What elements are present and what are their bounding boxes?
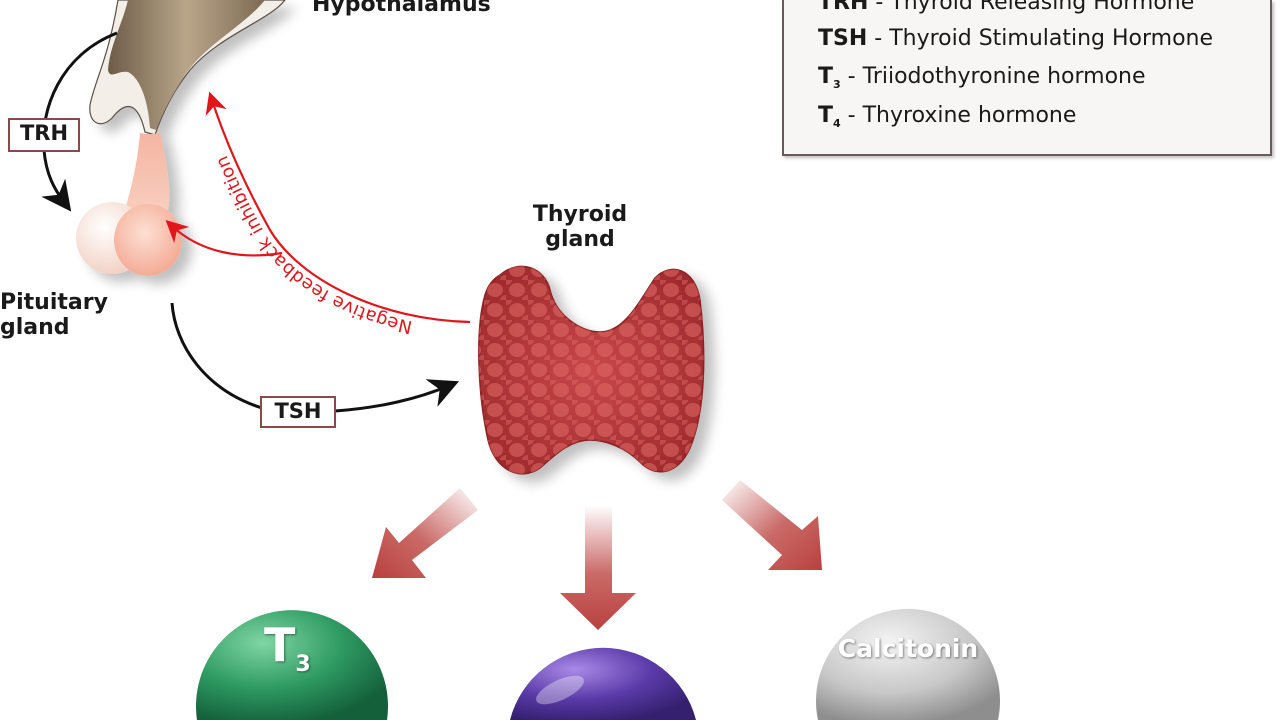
pituitary-label: Pituitary gland	[0, 290, 108, 341]
t3-ball	[196, 610, 388, 720]
thyroid-label-line2: gland	[545, 227, 615, 253]
arrow-to-calcitonin	[722, 480, 822, 570]
legend-desc: Triiodothyronine hormone	[862, 64, 1146, 89]
tsh-arrow-right	[334, 379, 460, 413]
hypothalamus-label: Hypothalamus	[312, 0, 491, 17]
legend-item-trh: TRH - Thyroid Releasing Hormone	[818, 0, 1194, 16]
legend-abbr: TRH	[818, 0, 869, 15]
calcitonin-label: Calcitonin	[837, 634, 979, 663]
calcitonin-ball	[816, 608, 1001, 720]
legend-desc: Thyroxine hormone	[862, 103, 1077, 128]
thyroid-label-line1: Thyroid	[532, 202, 628, 227]
legend-item-t4: T4 - Thyroxine hormone	[818, 103, 1077, 130]
t3-main: T	[264, 618, 296, 672]
t4-ball	[510, 647, 696, 720]
legend-item-tsh: TSH - Thyroid Stimulating Hormone	[818, 26, 1214, 51]
feedback-label: Negative feedback inhibition	[212, 153, 415, 338]
pituitary-label-line2: gland	[0, 315, 70, 341]
legend-abbr: T	[818, 103, 834, 128]
trh-box: TRH	[8, 118, 80, 152]
t4-ball-highlight	[536, 675, 584, 705]
tsh-arrow-left	[170, 302, 263, 410]
tsh-box: TSH	[260, 396, 336, 428]
t3-sub: 3	[295, 652, 311, 677]
t3-ball-label: T3	[264, 622, 311, 676]
pituitary-gland-illustration	[76, 132, 182, 276]
legend-item-t3: T3 - Triiodothyronine hormone	[818, 64, 1146, 91]
legend-sub: 4	[833, 117, 841, 130]
legend-abbr: TSH	[818, 26, 868, 51]
legend-desc: Thyroid Stimulating Hormone	[889, 26, 1214, 51]
calcitonin-ball-highlight	[846, 568, 894, 602]
legend-desc: Thyroid Releasing Hormone	[890, 0, 1195, 15]
legend-sub: 3	[833, 78, 841, 91]
thyroid-gland-illustration	[478, 265, 705, 475]
pituitary-label-line1: Pituitary	[0, 290, 108, 315]
legend-box: TRH - Thyroid Releasing Hormone TSH - Th…	[782, 0, 1272, 156]
arrow-to-t3	[372, 488, 478, 578]
t3-ball-highlight	[225, 572, 275, 608]
thyroid-label: Thyroid gland	[530, 202, 630, 253]
feedback-to-pituitary-arrow	[165, 220, 283, 257]
hypothalamus-illustration	[89, 0, 286, 136]
legend-abbr: T	[818, 64, 834, 89]
arrow-to-t4	[560, 505, 636, 630]
